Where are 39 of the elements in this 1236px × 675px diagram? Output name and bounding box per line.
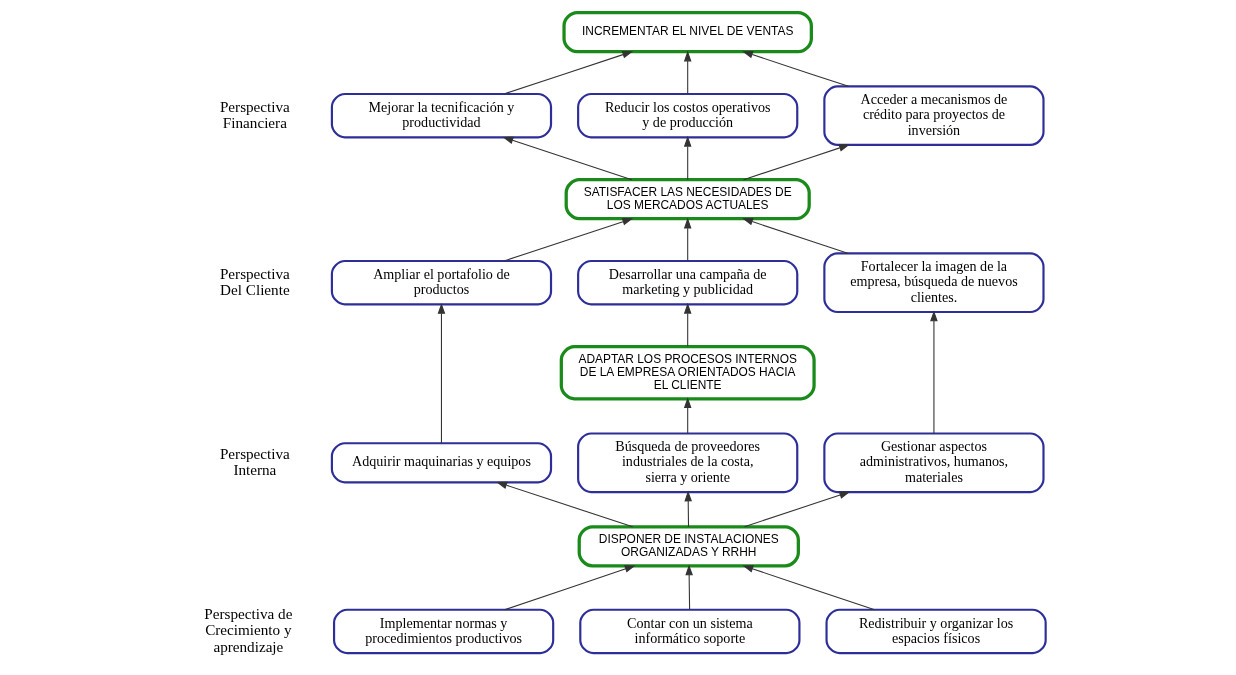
arrow — [742, 51, 850, 87]
node-box: Adquirir maquinarias y equipos — [330, 442, 553, 484]
arrow — [684, 490, 692, 528]
arrow — [496, 481, 634, 528]
label: Perspectiva Del Cliente — [219, 264, 290, 298]
label: Perspectiva Financiera — [219, 97, 290, 131]
node-box: Desarrollar una campaña de marketing y publicidad — [577, 259, 799, 306]
arrow — [685, 564, 693, 610]
node-box: INCREMENTAR EL NIVEL DE VENTAS — [562, 11, 813, 54]
arrow — [683, 302, 692, 347]
node-box: Reducir los costos operativos y de producción — [577, 92, 799, 139]
arrow — [683, 397, 692, 434]
node-box: Mejorar la tecnificación y productividad — [330, 92, 553, 139]
node-box: Redistribuir y organizar los espacios físicos — [825, 608, 1047, 655]
arrow — [742, 565, 876, 611]
node-box: DISPONER DE INSTALACIONES ORGANIZADAS Y RRHH — [577, 525, 800, 568]
node-box: Gestionar aspectos administrativos, humanos, materiales — [823, 432, 1045, 494]
node-box: ADAPTAR LOS PROCESOS INTERNOS DE LA EMPRESA ORIENTADOS HACIA EL CLIENTE — [559, 345, 816, 401]
arrow — [683, 135, 692, 181]
node-box: Búsqueda de proveedores industriales de la costa, sierra y oriente — [577, 432, 799, 494]
label: Perspectiva de Crecimiento y aprendizaje — [204, 605, 293, 655]
node-box: Contar con un sistema informático soporte — [579, 608, 801, 655]
node-box: SATISFACER LAS NECESIDADES DE LOS MERCADOS ACTUALES — [564, 178, 811, 221]
arrow — [502, 136, 633, 181]
arrow — [930, 310, 938, 434]
arrow — [504, 565, 636, 611]
arrow — [683, 217, 692, 262]
node-box: Fortalecer la imagen de la empresa, búsqueda de nuevos clientes. — [823, 252, 1045, 314]
arrow — [743, 144, 850, 181]
arrow — [743, 491, 851, 528]
arrow — [503, 51, 634, 95]
node-box: Acceder a mecanismos de crédito para proyectos de inversión — [823, 85, 1045, 147]
arrow — [742, 218, 850, 254]
arrow — [503, 218, 634, 262]
arrow — [437, 302, 446, 444]
node-box: Ampliar el portafolio de productos — [330, 259, 553, 306]
node-box: Implementar normas y procedimientos productivos — [333, 608, 555, 655]
label: Perspectiva Interna — [219, 444, 290, 478]
arrow — [683, 50, 692, 95]
